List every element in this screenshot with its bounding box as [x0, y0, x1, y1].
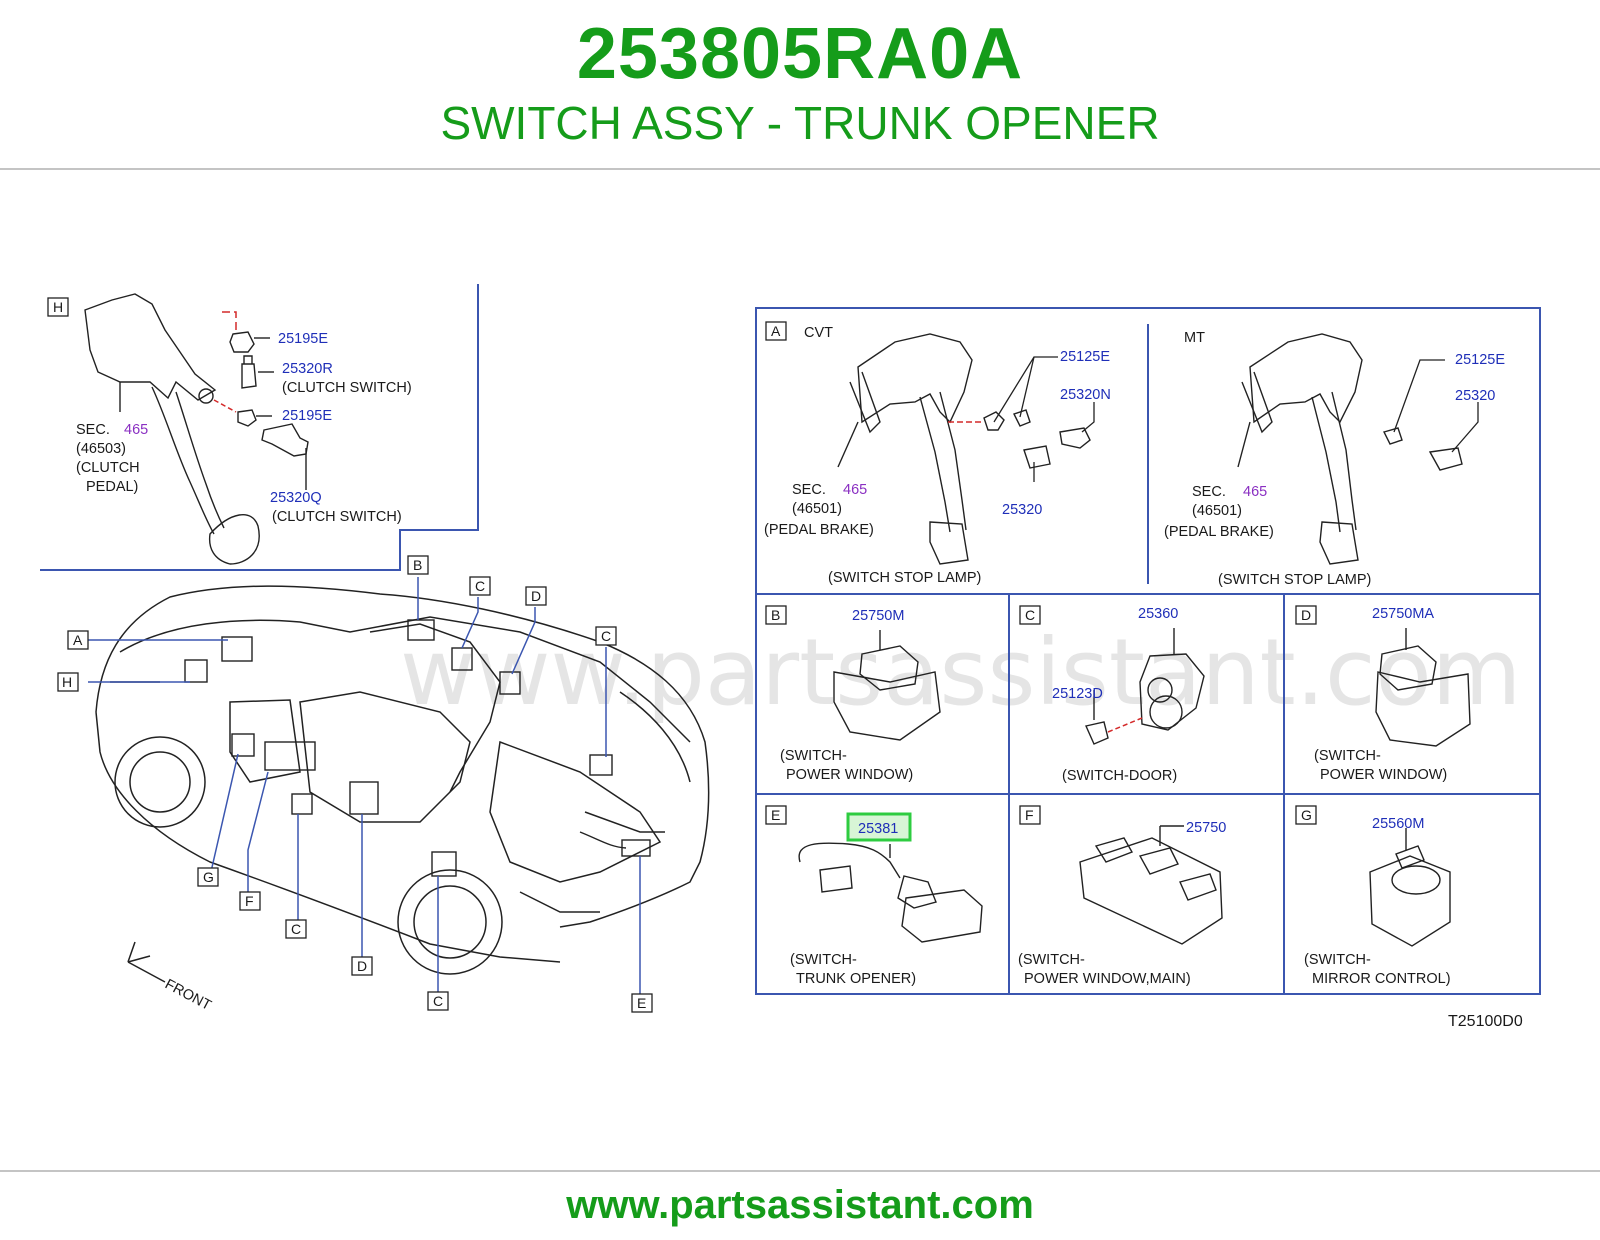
- sec-label-mt: SEC.: [1192, 484, 1226, 500]
- vehicle-illustration: [95, 585, 710, 975]
- sec-desc-h-2: PEDAL): [86, 479, 138, 495]
- vehicle-callout-boxes: [57, 555, 653, 1013]
- mt-label: MT: [1184, 330, 1205, 346]
- part-25320q: 25320Q: [270, 490, 322, 506]
- car-tag-g: G: [203, 869, 214, 885]
- sec-desc-cvt: (PEDAL BRAKE): [764, 522, 874, 538]
- cvt-label: CVT: [804, 325, 833, 341]
- sec-code-mt: (46501): [1192, 503, 1242, 519]
- front-arrow-icon: [127, 941, 166, 983]
- stop-lamp-label-mt: (SWITCH STOP LAMP): [1218, 572, 1371, 588]
- diagram-code: T25100D0: [1448, 1013, 1523, 1030]
- front-label: FRONT: [162, 976, 214, 1014]
- desc-e-2: TRUNK OPENER): [796, 971, 916, 987]
- tag-c-box: C: [1025, 607, 1035, 623]
- car-tag-f: F: [245, 893, 254, 909]
- car-tag-c-1: C: [475, 578, 485, 594]
- sec-code-h: (46503): [76, 441, 126, 457]
- component-grid-frame: [755, 307, 1541, 995]
- desc-f-1: (SWITCH-: [1018, 952, 1085, 968]
- part-25125e-cvt: 25125E: [1060, 349, 1110, 365]
- part-25195e-a: 25195E: [278, 331, 328, 347]
- part-25381: 25381: [858, 821, 898, 837]
- desc-g-2: MIRROR CONTROL): [1312, 971, 1451, 987]
- vehicle-leader-lines: [88, 577, 641, 1006]
- section-g-mirror-control-switch: [1295, 805, 1451, 947]
- desc-b-1: (SWITCH-: [780, 748, 847, 764]
- section-a-leaders: [993, 356, 1479, 482]
- sec-number-mt: 465: [1243, 484, 1267, 500]
- section-a-brake-pedals: [765, 321, 1463, 565]
- part-25320-cvt: 25320: [1002, 502, 1042, 518]
- car-tag-d-2: D: [357, 958, 367, 974]
- part-25125e-mt: 25125E: [1455, 352, 1505, 368]
- sec-number-cvt: 465: [843, 482, 867, 498]
- clutch-leader-dashed: [222, 311, 237, 334]
- tag-f-box: F: [1025, 807, 1034, 823]
- sec-number-h: 465: [124, 422, 148, 438]
- clutch-switch-label-2: (CLUTCH SWITCH): [272, 509, 402, 525]
- parts-diagram: www.partsassistant.com H 25195E 25320R (…: [40, 284, 1541, 1030]
- sec-desc-mt: (PEDAL BRAKE): [1164, 524, 1274, 540]
- part-name-subtitle: SWITCH ASSY - TRUNK OPENER: [440, 97, 1160, 149]
- desc-d-1: (SWITCH-: [1314, 748, 1381, 764]
- part-25195e-b: 25195E: [282, 408, 332, 424]
- part-25360: 25360: [1138, 606, 1178, 622]
- footer-website-link[interactable]: www.partsassistant.com: [566, 1183, 1034, 1227]
- section-c-dashed-leader: [1107, 717, 1143, 733]
- car-tag-c-3: C: [291, 921, 301, 937]
- sec-label-h: SEC.: [76, 422, 110, 438]
- tag-b-box: B: [771, 607, 780, 623]
- section-b-power-window-switch: [765, 605, 941, 741]
- clutch-leader-dashed-2: [213, 399, 237, 413]
- part-25320n: 25320N: [1060, 387, 1111, 403]
- footer-divider: [0, 1170, 1600, 1172]
- tag-a-box: A: [771, 323, 781, 339]
- section-c-door-switch: [1019, 605, 1205, 745]
- desc-f-2: POWER WINDOW,MAIN): [1024, 971, 1191, 987]
- section-d-power-window-switch: [1295, 605, 1471, 747]
- car-tag-e: E: [637, 995, 646, 1011]
- part-25750m: 25750M: [852, 608, 904, 624]
- desc-c: (SWITCH-DOOR): [1062, 768, 1177, 784]
- vehicle-switch-locations: [184, 619, 651, 877]
- tag-g-box: G: [1301, 807, 1312, 823]
- desc-e-1: (SWITCH-: [790, 952, 857, 968]
- sec-code-cvt: (46501): [792, 501, 842, 517]
- header-divider: [0, 168, 1600, 170]
- part-25560m: 25560M: [1372, 816, 1424, 832]
- sec-desc-h-1: (CLUTCH: [76, 460, 140, 476]
- tag-e-box: E: [771, 807, 780, 823]
- part-25750ma: 25750MA: [1372, 606, 1434, 622]
- car-tag-d-1: D: [531, 588, 541, 604]
- part-number-title: 253805RA0A: [576, 14, 1024, 94]
- car-tag-c-4: C: [433, 993, 443, 1009]
- clutch-switch-label-1: (CLUTCH SWITCH): [282, 380, 412, 396]
- tag-d-box: D: [1301, 607, 1311, 623]
- watermark-text: www.partsassistant.com: [400, 619, 1521, 726]
- part-25320-mt: 25320: [1455, 388, 1495, 404]
- car-tag-h: H: [62, 674, 72, 690]
- part-25320r: 25320R: [282, 361, 333, 377]
- desc-b-2: POWER WINDOW): [786, 767, 913, 783]
- section-e-trunk-opener-switch: [765, 805, 983, 943]
- part-25381-highlight: [846, 812, 912, 842]
- tag-h-box: H: [53, 299, 63, 315]
- sec-label-cvt: SEC.: [792, 482, 826, 498]
- part-25750: 25750: [1186, 820, 1226, 836]
- page-header: 253805RA0A SWITCH ASSY - TRUNK OPENER: [0, 0, 1600, 170]
- stop-lamp-label-cvt: (SWITCH STOP LAMP): [828, 570, 981, 586]
- part-25123d: 25123D: [1052, 686, 1103, 702]
- car-tag-c-2: C: [601, 628, 611, 644]
- car-tag-a: A: [73, 632, 83, 648]
- section-h-clutch: [40, 284, 479, 571]
- section-f-main-window-switch: [1019, 805, 1223, 945]
- car-tag-b: B: [413, 557, 422, 573]
- desc-g-1: (SWITCH-: [1304, 952, 1371, 968]
- desc-d-2: POWER WINDOW): [1320, 767, 1447, 783]
